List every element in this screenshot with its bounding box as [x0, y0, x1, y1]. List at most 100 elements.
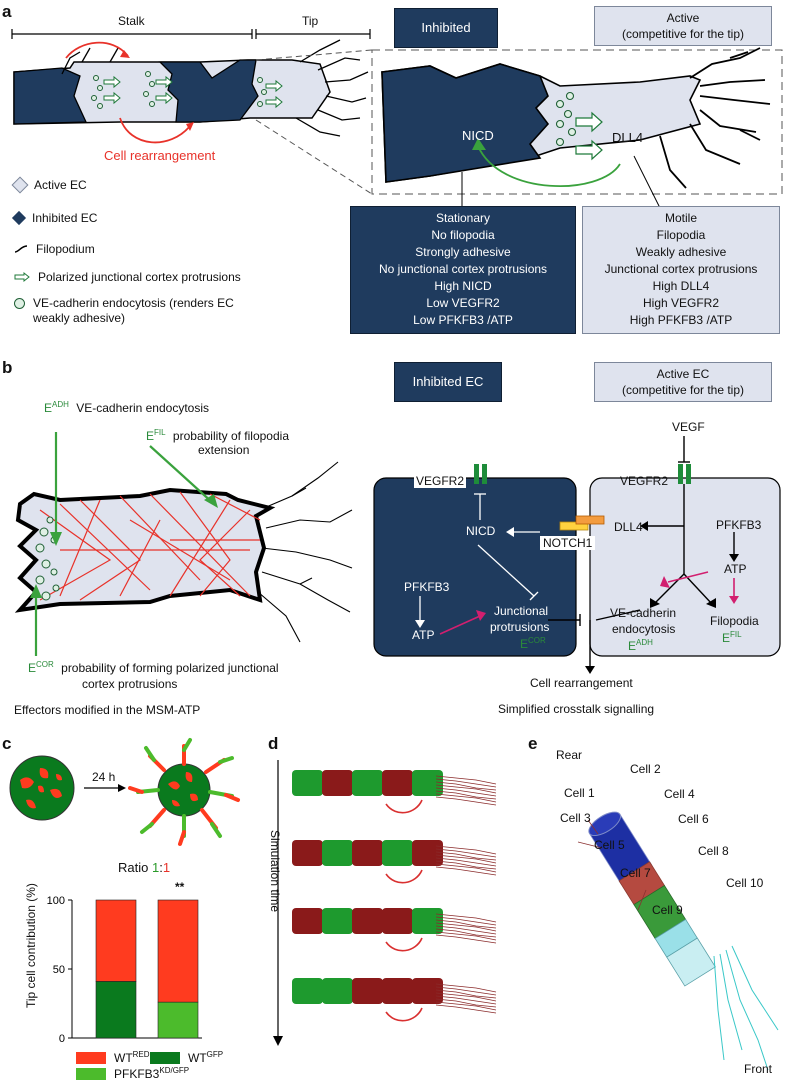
- vessel-cell-segment: [292, 908, 323, 934]
- active-ec-line1: Active EC: [656, 367, 710, 381]
- eadh-label: EADH VE-cadherin endocytosis: [44, 400, 209, 415]
- bar-segment: [95, 899, 137, 982]
- vessel-cell-segment: [352, 908, 383, 934]
- atp-left-label: ATP: [412, 628, 435, 642]
- panel-c-letter: c: [2, 734, 12, 753]
- eadh-small-label: EADH: [628, 638, 653, 653]
- vegf-label: VEGF: [672, 420, 705, 434]
- front-label: Front: [744, 1062, 773, 1076]
- nicd-label-b: NICD: [466, 524, 496, 538]
- cell-8-label: Cell 8: [698, 844, 729, 858]
- crosstalk-signalling-diagram: [373, 436, 781, 674]
- bar-segment: [95, 981, 137, 1039]
- filopodium-line: [435, 866, 497, 876]
- filopodium-line: [435, 775, 497, 785]
- active-prop: Motile: [664, 211, 697, 225]
- filopodium-line: [435, 983, 497, 993]
- rearrangement-arrow: [385, 869, 423, 884]
- filopodium-line: [435, 857, 497, 867]
- rearrangement-arrow: [385, 937, 423, 952]
- cell-rear-label: Rear: [556, 748, 583, 762]
- filopodium-line: [435, 854, 497, 864]
- efil-label: EFIL probability of filopodia: [146, 428, 289, 443]
- vessel-cell-segment: [412, 840, 443, 866]
- active-ec-header: Active EC (competitive for the tip): [594, 362, 772, 402]
- active-props-box: Motile Filopodia Weakly adhesive Junctio…: [582, 206, 780, 334]
- significance-marker: **: [175, 880, 185, 894]
- legend-inhibited-ec: Inhibited EC: [11, 210, 97, 226]
- y-tick-label: 100: [47, 895, 65, 907]
- inhibited-ec-header: Inhibited EC: [394, 362, 502, 402]
- efil-label-line2: extension: [198, 443, 250, 457]
- panel-d-letter: d: [268, 734, 279, 753]
- inhibited-prop: Low VEGFR2: [426, 296, 500, 310]
- cell-rearrangement-label: Cell rearrangement: [104, 148, 216, 163]
- filopodium-line: [435, 995, 497, 1005]
- filopodium-line: [435, 851, 497, 861]
- green-arrow-icon: [14, 271, 30, 283]
- wt-gfp-swatch: [150, 1051, 180, 1064]
- msm-atp-cell-drawing: [14, 432, 353, 656]
- legend-pfkfb3-kd: PFKFB3KD/GFP: [76, 1066, 189, 1081]
- vessel-cell-segment: [382, 770, 413, 796]
- filopodium-line: [435, 787, 497, 797]
- inhibited-prop: No junctional cortex protrusions: [378, 262, 548, 276]
- cell-rearrangement-b-label: Cell rearrangement: [530, 676, 633, 690]
- filopodium-line: [435, 934, 497, 944]
- ecor-label: ECOR probability of forming polarized ju…: [28, 660, 279, 675]
- vessel-cell-segment: [322, 770, 353, 796]
- filopodium-line: [435, 790, 497, 800]
- cell-6-label: Cell 6: [678, 812, 709, 826]
- atp-right-label: ATP: [724, 562, 747, 576]
- vessel-cell-segment: [412, 978, 443, 1004]
- simulation-time-label: Simulation time: [268, 830, 282, 913]
- rearrangement-arrow: [385, 799, 423, 814]
- inhibited-header: Inhibited: [394, 8, 498, 48]
- y-tick-label: 50: [53, 964, 65, 976]
- cell-10-label: Cell 10: [726, 876, 764, 890]
- vessel-cell-segment: [382, 840, 413, 866]
- time-24h-label: 24 h: [92, 770, 116, 784]
- stalk-label: Stalk: [118, 14, 145, 28]
- vessel-cell-segment: [292, 840, 323, 866]
- active-header: Active (competitive for the tip): [594, 6, 772, 46]
- vecadherin-label: VE-cadherin: [610, 606, 677, 620]
- filopodium-icon: [14, 245, 28, 253]
- active-prop: High VEGFR2: [642, 296, 720, 310]
- protrusions-label: protrusions: [490, 620, 550, 634]
- vessel-cell-segment: [352, 770, 383, 796]
- chart-ylabel: Tip cell contribution (%): [24, 883, 38, 1008]
- green-circle-icon: [14, 297, 25, 309]
- legend-wt-red: WTRED: [76, 1050, 150, 1065]
- vessel-3d-cells: [577, 811, 779, 1071]
- active-prop: Filopodia: [656, 228, 706, 242]
- dll4-label-b: DLL4: [614, 520, 643, 534]
- cell-4-label: Cell 4: [664, 787, 695, 801]
- inhibited-prop: No filopodia: [431, 228, 495, 242]
- filopodia-label: Filopodia: [710, 614, 759, 628]
- filopodium-line: [435, 784, 497, 794]
- legend-wt-gfp: WTGFP: [150, 1050, 223, 1065]
- vegfr2-right-label: VEGFR2: [620, 474, 669, 488]
- filopodium-line: [435, 919, 497, 929]
- inhibited-prop: Strongly adhesive: [415, 245, 511, 259]
- vegfr2-left-label: VEGFR2: [414, 474, 467, 488]
- vessel-cell-segment: [292, 770, 323, 796]
- inhibited-prop: High NICD: [434, 279, 492, 293]
- filopodium-line: [435, 860, 497, 870]
- wt-red-swatch: [76, 1051, 106, 1064]
- filopodium-line: [435, 796, 497, 806]
- active-prop: Weakly adhesive: [635, 245, 727, 259]
- filopodium-line: [435, 992, 497, 1002]
- vessel-cell-segment: [352, 978, 383, 1004]
- ecor-small-label: ECOR: [520, 636, 546, 651]
- active-ec-line2: (competitive for the tip): [621, 383, 745, 397]
- pfkfb3-right-label: PFKFB3: [716, 518, 762, 532]
- panel-a-letter: a: [2, 2, 12, 21]
- ecor-label-line2: cortex protrusions: [82, 677, 178, 691]
- active-prop: High PFKFB3 /ATP: [629, 313, 733, 327]
- filopodium-line: [435, 781, 497, 791]
- active-header-line1: Active: [666, 11, 700, 25]
- legend-filopodium: Filopodium: [14, 242, 95, 256]
